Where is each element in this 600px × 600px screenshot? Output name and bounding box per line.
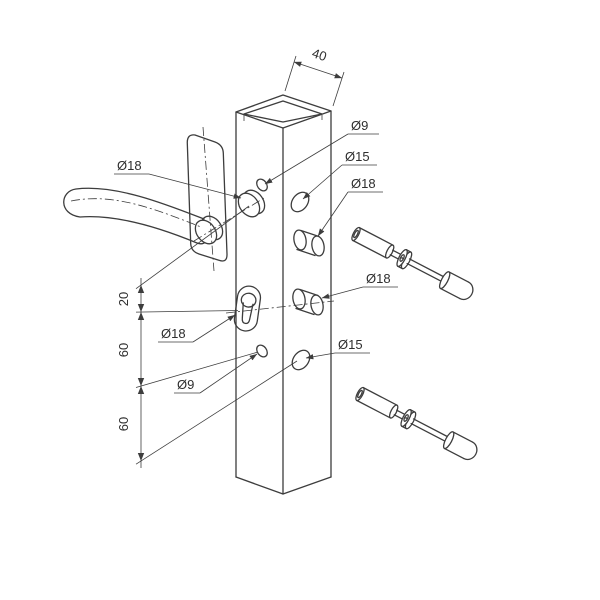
hole-9-top-front <box>256 178 268 192</box>
washer-hole <box>403 414 409 422</box>
dim-arrow <box>137 453 145 461</box>
extension-line-hole9 <box>135 351 259 388</box>
dim-arrow <box>137 312 145 320</box>
post-bottom-edges <box>235 476 332 495</box>
leader-line <box>264 133 349 185</box>
cylinder-axis-centerline <box>225 300 335 314</box>
dim-60-label-a: 60 <box>116 343 131 357</box>
dia9-top-label: Ø9 <box>351 118 368 133</box>
dimension-chain-left: 20 60 60 <box>116 205 298 468</box>
shaft-segment <box>410 422 449 444</box>
dim-arrow <box>137 304 145 312</box>
handle-rose-front <box>194 219 218 245</box>
centerlines <box>70 126 335 314</box>
cap-dome <box>459 281 474 301</box>
shaft-segment <box>412 418 451 439</box>
washer-center-mark <box>405 417 408 419</box>
sleeve-bore <box>353 229 359 239</box>
hole-15-bottom-side <box>291 349 311 371</box>
grip-centerline <box>70 198 202 228</box>
cylinder-escutcheon <box>233 285 262 332</box>
leader-line <box>148 173 242 199</box>
handle-backplate <box>186 134 228 262</box>
callout-dia9-bottom: Ø9 <box>174 353 258 394</box>
sleeve-top <box>358 226 394 246</box>
callout-dia18-handle: Ø18 <box>114 158 242 199</box>
dim-arrow <box>137 285 145 293</box>
extension-line-hole15 <box>135 360 298 465</box>
dimension-post-width: 40 <box>284 45 345 107</box>
dia18-handle-label: Ø18 <box>117 158 142 173</box>
cylinder-stub-lower <box>292 288 324 316</box>
dia15-bottom-label: Ø15 <box>338 337 363 352</box>
hole-9-bottom-front <box>256 344 268 358</box>
dim-arrow <box>137 386 145 394</box>
dim-arrow <box>137 378 145 386</box>
leader-line <box>199 353 258 394</box>
stub-bottom-edge <box>295 307 315 316</box>
sleeve-near-end <box>351 226 361 242</box>
lever-handle <box>63 134 228 262</box>
stub-base <box>292 288 306 310</box>
callout-dia15-top: Ø15 <box>302 149 377 200</box>
dim-60-label-b: 60 <box>116 417 131 431</box>
hole-15-top-side <box>290 191 310 213</box>
washer-hole <box>399 254 405 262</box>
stub-top-edge <box>300 229 320 238</box>
dimension-line <box>293 61 343 79</box>
stub-base <box>293 229 307 251</box>
callout-dia15-bottom: Ø15 <box>305 337 370 360</box>
dia9-bottom-label: Ø9 <box>177 377 194 392</box>
stub-top-edge <box>299 288 319 297</box>
cap-top <box>448 271 470 283</box>
post-holes <box>256 178 311 371</box>
cylinder-lobe <box>241 302 254 325</box>
post-top-bore <box>243 100 323 123</box>
dia15-top-label: Ø15 <box>345 149 370 164</box>
callout-dia18-side: Ø18 <box>321 271 398 299</box>
leader-line <box>317 191 349 237</box>
stub-end <box>310 294 324 316</box>
cap-bottom <box>443 447 465 460</box>
sleeve-bore <box>357 389 363 399</box>
handle-grip <box>63 187 209 245</box>
cap-dome <box>463 441 478 461</box>
callout-dia18-cylinder: Ø18 <box>158 314 236 343</box>
sleeve-top <box>362 386 398 406</box>
extension-line-spindle <box>135 205 250 290</box>
spindle-stub-upper <box>293 229 325 257</box>
euro-cylinder <box>233 285 262 332</box>
washer-center-mark <box>401 257 404 259</box>
stub-end <box>311 235 325 257</box>
cap-top <box>452 431 474 443</box>
leader-line <box>192 314 236 343</box>
dia18-side-label: Ø18 <box>366 271 391 286</box>
sleeve-near-end <box>355 386 365 402</box>
extension-line <box>284 55 297 92</box>
callout-dia18-spindle: Ø18 <box>317 176 383 237</box>
dia18-cylinder-label: Ø18 <box>161 326 186 341</box>
spindle-axis-centerline <box>193 197 265 242</box>
cylinder-round <box>240 292 257 308</box>
dim-20-label: 20 <box>116 292 131 306</box>
stub-bottom-edge <box>296 248 316 257</box>
sleeve-bottom <box>356 399 392 419</box>
leader-line <box>321 286 364 299</box>
shaft-segment <box>406 262 445 284</box>
leader-line <box>305 352 336 360</box>
dim-40-label: 40 <box>310 45 328 64</box>
sleeve-bottom <box>352 239 388 259</box>
dia18-spindle-label: Ø18 <box>351 176 376 191</box>
cap-bottom <box>439 287 461 300</box>
square-post <box>235 94 332 495</box>
fixing-pin-lower <box>355 386 478 461</box>
shaft-segment <box>408 258 447 279</box>
extension-line-cylinder <box>135 310 239 313</box>
leader-line <box>302 164 343 200</box>
callout-dia9-top: Ø9 <box>264 118 379 185</box>
backplate-centerline <box>202 126 215 272</box>
fixing-pin-upper <box>351 226 474 301</box>
